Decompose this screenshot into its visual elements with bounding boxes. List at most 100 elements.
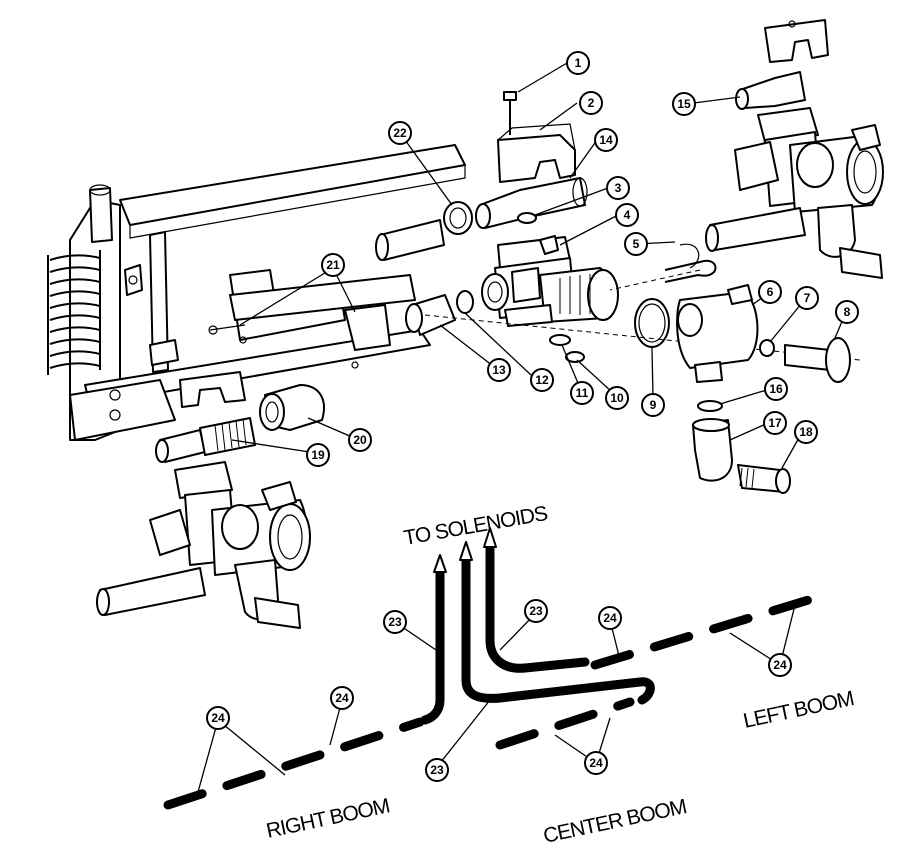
arrow-head-3: [483, 527, 497, 548]
svg-text:6: 6: [767, 285, 774, 299]
bracket-clamp-lower: [179, 371, 246, 408]
washer-10-11: [549, 334, 585, 363]
adapter-18: [737, 464, 791, 494]
oring-7: [759, 339, 775, 357]
svg-text:2: 2: [588, 96, 595, 110]
ring-22: [443, 201, 473, 235]
callout-24-b: 24: [330, 686, 354, 710]
callout-15: 15: [672, 92, 696, 116]
coil-spring: [47, 184, 113, 375]
callout-18: 18: [794, 420, 818, 444]
callout-3: 3: [606, 176, 630, 200]
callout-11: 11: [570, 381, 594, 405]
callout-10: 10: [605, 386, 629, 410]
callout-1: 1: [566, 51, 590, 75]
callout-8: 8: [835, 300, 859, 324]
hose-23-center: [461, 555, 655, 705]
callout-13: 13: [487, 358, 511, 382]
arrow-head-1: [433, 554, 447, 573]
hose-upper: [375, 219, 445, 261]
callout-24-e: 24: [584, 751, 608, 775]
svg-text:9: 9: [650, 398, 657, 412]
callout-6: 6: [758, 280, 782, 304]
callout-4: 4: [615, 203, 639, 227]
svg-text:21: 21: [326, 258, 340, 272]
hose-23-group: [420, 527, 655, 725]
svg-text:23: 23: [430, 763, 444, 777]
nozzle-body-6: [676, 284, 759, 383]
washer-3: [517, 212, 537, 224]
label-right-boom: RIGHT BOOM: [264, 794, 391, 842]
diaphragm-check-4: [481, 235, 619, 327]
callout-12: 12: [530, 368, 554, 392]
svg-text:19: 19: [311, 448, 325, 462]
leader-lines: [197, 62, 847, 793]
callout-14: 14: [594, 128, 618, 152]
left-boom-line: [590, 590, 830, 670]
svg-text:7: 7: [804, 291, 811, 305]
svg-text:23: 23: [529, 604, 543, 618]
svg-text:16: 16: [769, 382, 783, 396]
callout-9: 9: [641, 393, 665, 417]
svg-text:24: 24: [335, 691, 349, 705]
oring-12: [456, 290, 474, 314]
callout-24-c: 24: [598, 606, 622, 630]
elbow-fitting-20: [259, 384, 325, 431]
elbow-17: [692, 418, 733, 482]
pipe-bracket-21: [208, 269, 416, 369]
hose-barb-14: [475, 177, 588, 229]
svg-text:5: 5: [633, 237, 640, 251]
boom-lines: [163, 590, 830, 810]
label-center-boom: CENTER BOOM: [541, 795, 688, 848]
svg-text:14: 14: [599, 133, 613, 147]
svg-text:20: 20: [353, 433, 367, 447]
callout-2: 2: [579, 91, 603, 115]
callout-7: 7: [795, 286, 819, 310]
svg-text:1: 1: [575, 56, 582, 70]
svg-text:22: 22: [393, 126, 407, 140]
washer-16: [697, 400, 723, 412]
svg-text:11: 11: [576, 386, 589, 400]
svg-text:18: 18: [799, 425, 813, 439]
callouts: 1 2 14 3 4 5 6 7 8 9 10 11 12 13 15 16 1…: [206, 51, 859, 782]
svg-text:8: 8: [844, 305, 851, 319]
label-left-boom: LEFT BOOM: [741, 687, 855, 733]
screw-1: [503, 91, 517, 135]
end-plug-8: [784, 337, 851, 383]
bracket-clamp-2: [497, 123, 576, 183]
callout-20: 20: [348, 428, 372, 452]
nozzle-body-assembly-upper: [705, 19, 884, 279]
callout-23-a: 23: [383, 610, 407, 634]
svg-text:24: 24: [773, 658, 787, 672]
arrow-head-2: [459, 541, 473, 561]
svg-text:23: 23: [388, 615, 402, 629]
svg-text:24: 24: [589, 756, 603, 770]
callout-19: 19: [306, 443, 330, 467]
right-boom-line: [163, 717, 425, 810]
callout-17: 17: [763, 411, 787, 435]
svg-text:12: 12: [535, 373, 549, 387]
svg-text:24: 24: [211, 711, 225, 725]
callout-21: 21: [321, 253, 345, 277]
nozzle-body-assembly-lower: [96, 461, 311, 629]
clip-5: [664, 243, 717, 283]
hose-barb-fitting-19: [155, 417, 256, 463]
svg-text:4: 4: [624, 208, 631, 222]
callout-16: 16: [764, 377, 788, 401]
svg-text:10: 10: [610, 391, 624, 405]
oring-9: [634, 298, 670, 348]
svg-text:17: 17: [768, 416, 782, 430]
callout-24-d: 24: [768, 653, 792, 677]
sprayer-frame: [47, 144, 466, 441]
callout-22: 22: [388, 121, 412, 145]
svg-text:24: 24: [603, 611, 617, 625]
hose-23-right: [420, 565, 445, 725]
callout-5: 5: [624, 232, 648, 256]
hose-23-left: [485, 540, 590, 673]
callout-23-c: 23: [425, 758, 449, 782]
center-boom-line: [495, 697, 635, 750]
callout-23-b: 23: [524, 599, 548, 623]
svg-text:3: 3: [615, 181, 622, 195]
svg-text:13: 13: [492, 363, 506, 377]
